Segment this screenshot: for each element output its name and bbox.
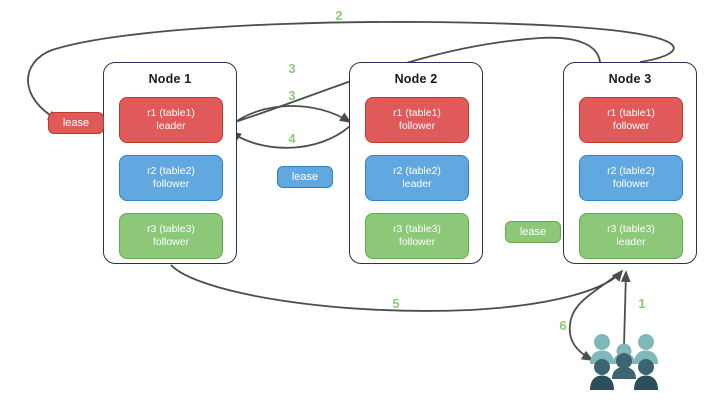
replica-name: r2 (table2) <box>393 165 441 177</box>
replica-role: follower <box>398 120 436 132</box>
replica-role: follower <box>612 120 650 132</box>
replica-role: follower <box>152 178 190 190</box>
edge-step-1 <box>620 270 631 347</box>
replica-name: r3 (table3) <box>607 223 655 235</box>
step-label-3b: 3 <box>288 88 296 103</box>
replica-name: r1 (table1) <box>147 107 195 119</box>
replica-name: r3 (table3) <box>393 223 441 235</box>
node-title: Node 1 <box>148 72 192 86</box>
lease-badge-blue[interactable]: lease <box>277 166 333 188</box>
node-box-2[interactable]: Node 2 r1 (table1) follower r2 (table2) … <box>349 62 483 264</box>
replica-role: leader <box>156 120 186 132</box>
users-icon <box>590 334 658 390</box>
replica-role: follower <box>612 178 650 190</box>
edge-step-4 <box>229 125 351 149</box>
replica-name: r3 (table3) <box>147 223 195 235</box>
lease-badge-red[interactable]: lease <box>48 112 104 134</box>
replica-name: r2 (table2) <box>607 165 655 177</box>
step-label-4: 4 <box>288 131 296 146</box>
replica-name: r2 (table2) <box>147 165 195 177</box>
replica-role: follower <box>152 236 190 248</box>
replica-r3[interactable]: r3 (table3) leader <box>579 213 683 259</box>
step-label-6: 6 <box>559 318 567 333</box>
replica-r1[interactable]: r1 (table1) follower <box>365 97 469 143</box>
replica-r2[interactable]: r2 (table2) follower <box>579 155 683 201</box>
step-label-5: 5 <box>392 296 400 311</box>
edge-step-5 <box>170 264 624 312</box>
node-title: Node 3 <box>608 72 652 86</box>
edge-step-2 <box>27 21 675 121</box>
replica-name: r1 (table1) <box>607 107 655 119</box>
replica-role: follower <box>398 236 436 248</box>
edge-step-6 <box>568 271 621 361</box>
replica-r3[interactable]: r3 (table3) follower <box>365 213 469 259</box>
replica-r3[interactable]: r3 (table3) follower <box>119 213 223 259</box>
replica-r1[interactable]: r1 (table1) follower <box>579 97 683 143</box>
step-label-2: 2 <box>335 8 343 23</box>
node-title: Node 2 <box>394 72 438 86</box>
lease-badge-green[interactable]: lease <box>505 221 561 243</box>
step-label-3a: 3 <box>288 61 296 76</box>
replica-role: leader <box>402 178 432 190</box>
replica-r1[interactable]: r1 (table1) leader <box>119 97 223 143</box>
node-box-1[interactable]: Node 1 r1 (table1) leader r2 (table2) fo… <box>103 62 237 264</box>
step-label-1: 1 <box>638 296 646 311</box>
replica-r2[interactable]: r2 (table2) follower <box>119 155 223 201</box>
replica-name: r1 (table1) <box>393 107 441 119</box>
replica-role: leader <box>616 236 646 248</box>
edge-step-3-to-node2 <box>229 105 352 127</box>
replica-r2[interactable]: r2 (table2) leader <box>365 155 469 201</box>
node-box-3[interactable]: Node 3 r1 (table1) follower r2 (table2) … <box>563 62 697 264</box>
